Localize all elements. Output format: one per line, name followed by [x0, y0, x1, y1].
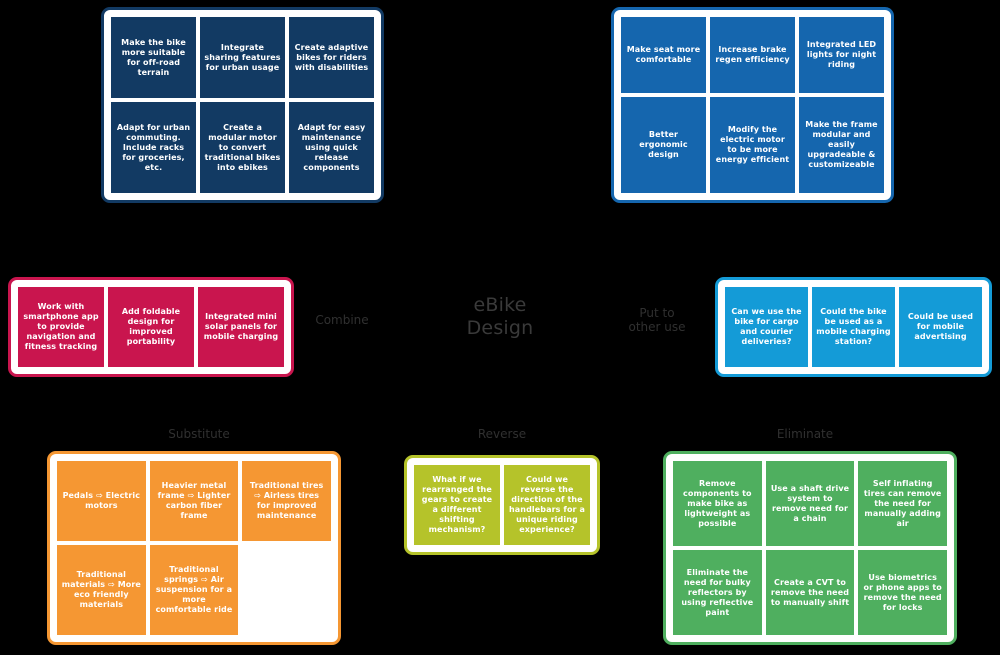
idea-group-adapt[interactable]: Make the bike more suitable for off-road…: [101, 7, 384, 203]
idea-card[interactable]: Better ergonomic design: [621, 97, 706, 193]
idea-card[interactable]: Heavier metal frame ⇨ Lighter carbon fib…: [149, 461, 239, 541]
idea-card[interactable]: Adapt for urban commuting. Include racks…: [111, 102, 196, 193]
group-label-combine: Combine: [315, 313, 369, 327]
idea-group-combine[interactable]: Work with smartphone app to provide navi…: [8, 277, 294, 377]
idea-group-eliminate[interactable]: Remove components to make bike as lightw…: [663, 451, 957, 645]
idea-card[interactable]: Modify the electric motor to be more ene…: [710, 97, 795, 193]
idea-card[interactable]: Traditional tires ⇨ Airless tires for im…: [242, 461, 331, 541]
idea-card-empty: [242, 545, 331, 635]
idea-card[interactable]: Eliminate the need for bulky reflectors …: [673, 550, 762, 635]
idea-card[interactable]: Add foldable design for improved portabi…: [108, 287, 194, 367]
idea-group-reverse[interactable]: What if we rearranged the gears to creat…: [404, 455, 600, 555]
group-label-substitute: Substitute: [168, 427, 230, 441]
idea-card[interactable]: Create adaptive bikes for riders with di…: [289, 17, 374, 98]
idea-card[interactable]: Could we reverse the direction of the ha…: [504, 465, 590, 545]
idea-card[interactable]: Adapt for easy maintenance using quick r…: [289, 102, 374, 193]
idea-card[interactable]: Traditional materials ⇨ More eco friendl…: [57, 545, 146, 635]
idea-card[interactable]: Integrate sharing features for urban usa…: [200, 17, 285, 98]
idea-card[interactable]: Can we use the bike for cargo and courie…: [725, 287, 808, 367]
idea-card[interactable]: Integrated mini solar panels for mobile …: [198, 287, 284, 367]
idea-card[interactable]: Work with smartphone app to provide navi…: [18, 287, 104, 367]
idea-card[interactable]: Remove components to make bike as lightw…: [673, 461, 762, 546]
idea-card[interactable]: Make the frame modular and easily upgrad…: [799, 97, 884, 193]
idea-card[interactable]: Integrated LED lights for night riding: [799, 17, 884, 93]
board-center-title: eBike Design: [466, 294, 534, 339]
idea-card[interactable]: Make the bike more suitable for off-road…: [111, 17, 196, 98]
idea-card[interactable]: Create a CVT to remove the need to manua…: [765, 550, 855, 635]
idea-card[interactable]: What if we rearranged the gears to creat…: [414, 465, 500, 545]
idea-card[interactable]: Traditional springs ⇨ Air suspension for…: [149, 545, 239, 635]
group-label-eliminate: Eliminate: [776, 427, 834, 441]
idea-card[interactable]: Use biometrics or phone apps to remove t…: [858, 550, 947, 635]
idea-card[interactable]: Self inflating tires can remove the need…: [858, 461, 947, 546]
idea-group-put-to-other-use[interactable]: Can we use the bike for cargo and courie…: [715, 277, 992, 377]
idea-card[interactable]: Make seat more comfortable: [621, 17, 706, 93]
idea-card[interactable]: Use a shaft drive system to remove need …: [765, 461, 855, 546]
idea-card[interactable]: Create a modular motor to convert tradit…: [200, 102, 285, 193]
group-label-put-to-other-use: Put to other use: [628, 306, 686, 334]
idea-card[interactable]: Could the bike be used as a mobile charg…: [812, 287, 895, 367]
group-label-reverse: Reverse: [477, 427, 527, 441]
idea-card[interactable]: Increase brake regen efficiency: [710, 17, 795, 93]
idea-card[interactable]: Pedals ⇨ Electric motors: [57, 461, 146, 541]
idea-card[interactable]: Could be used for mobile advertising: [899, 287, 982, 367]
